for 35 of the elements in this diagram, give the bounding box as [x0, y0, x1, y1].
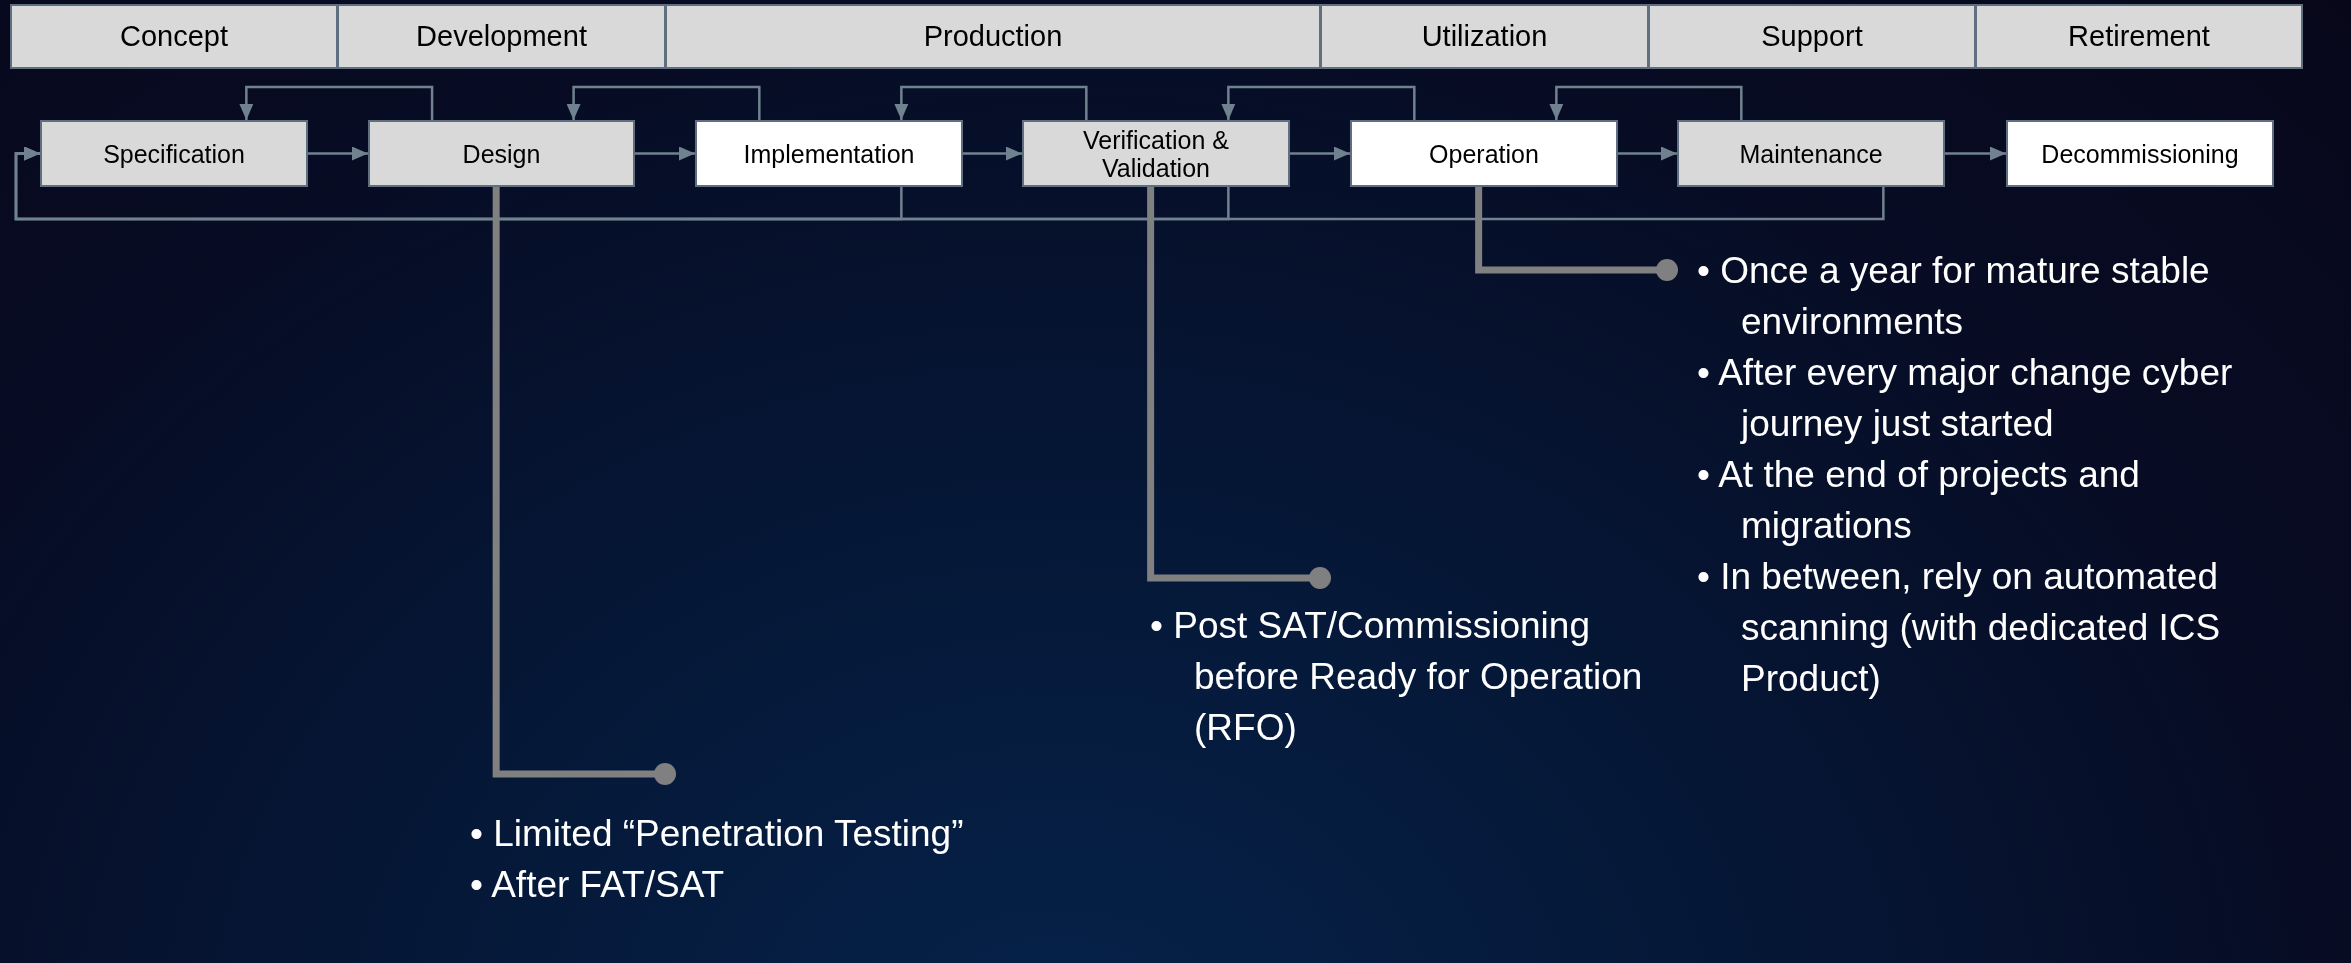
bullet-item: • Once a year for mature stable environments [1697, 249, 2211, 344]
process-box: Operation [1350, 120, 1618, 187]
process-box: Implementation [695, 120, 963, 187]
arrow [635, 146, 695, 161]
leader-line [1147, 187, 1331, 589]
phase-band: Concept [10, 4, 338, 69]
phase-band: Production [665, 4, 1321, 69]
arrow [308, 146, 368, 161]
process-box: Specification [40, 120, 308, 187]
bullet-item: • Limited “Penetration Testing” [470, 812, 965, 856]
arrow [14, 146, 1885, 221]
arrow [566, 85, 761, 120]
bullet-item: • After FAT/SAT [470, 863, 726, 907]
leader-line [1475, 187, 1678, 281]
leader-line [492, 187, 676, 785]
bullet-item: • At the end of projects and migrations [1697, 453, 2141, 548]
arrow [1618, 146, 1677, 161]
phase-band: Development [337, 4, 666, 69]
arrow [1549, 85, 1743, 120]
process-box: Verification & Validation [1022, 120, 1290, 187]
arrow [963, 146, 1022, 161]
arrow [1945, 146, 2006, 161]
bullet-item: • Post SAT/Commissioning before Ready for Operation (RFO) [1150, 604, 1644, 750]
phase-band: Utilization [1320, 4, 1649, 69]
process-box: Maintenance [1677, 120, 1945, 187]
process-box: Decommissioning [2006, 120, 2274, 187]
process-box: Design [368, 120, 635, 187]
arrow [1221, 85, 1416, 120]
arrow [894, 85, 1088, 120]
phase-band: Support [1648, 4, 1976, 69]
arrow [239, 85, 434, 120]
arrow [1290, 146, 1350, 161]
phase-band: Retirement [1975, 4, 2303, 69]
bullet-item: • After every major change cyber journey just started [1697, 351, 2234, 446]
bullet-item: • In between, rely on automated scanning (with dedicated ICS Product) [1697, 555, 2222, 701]
